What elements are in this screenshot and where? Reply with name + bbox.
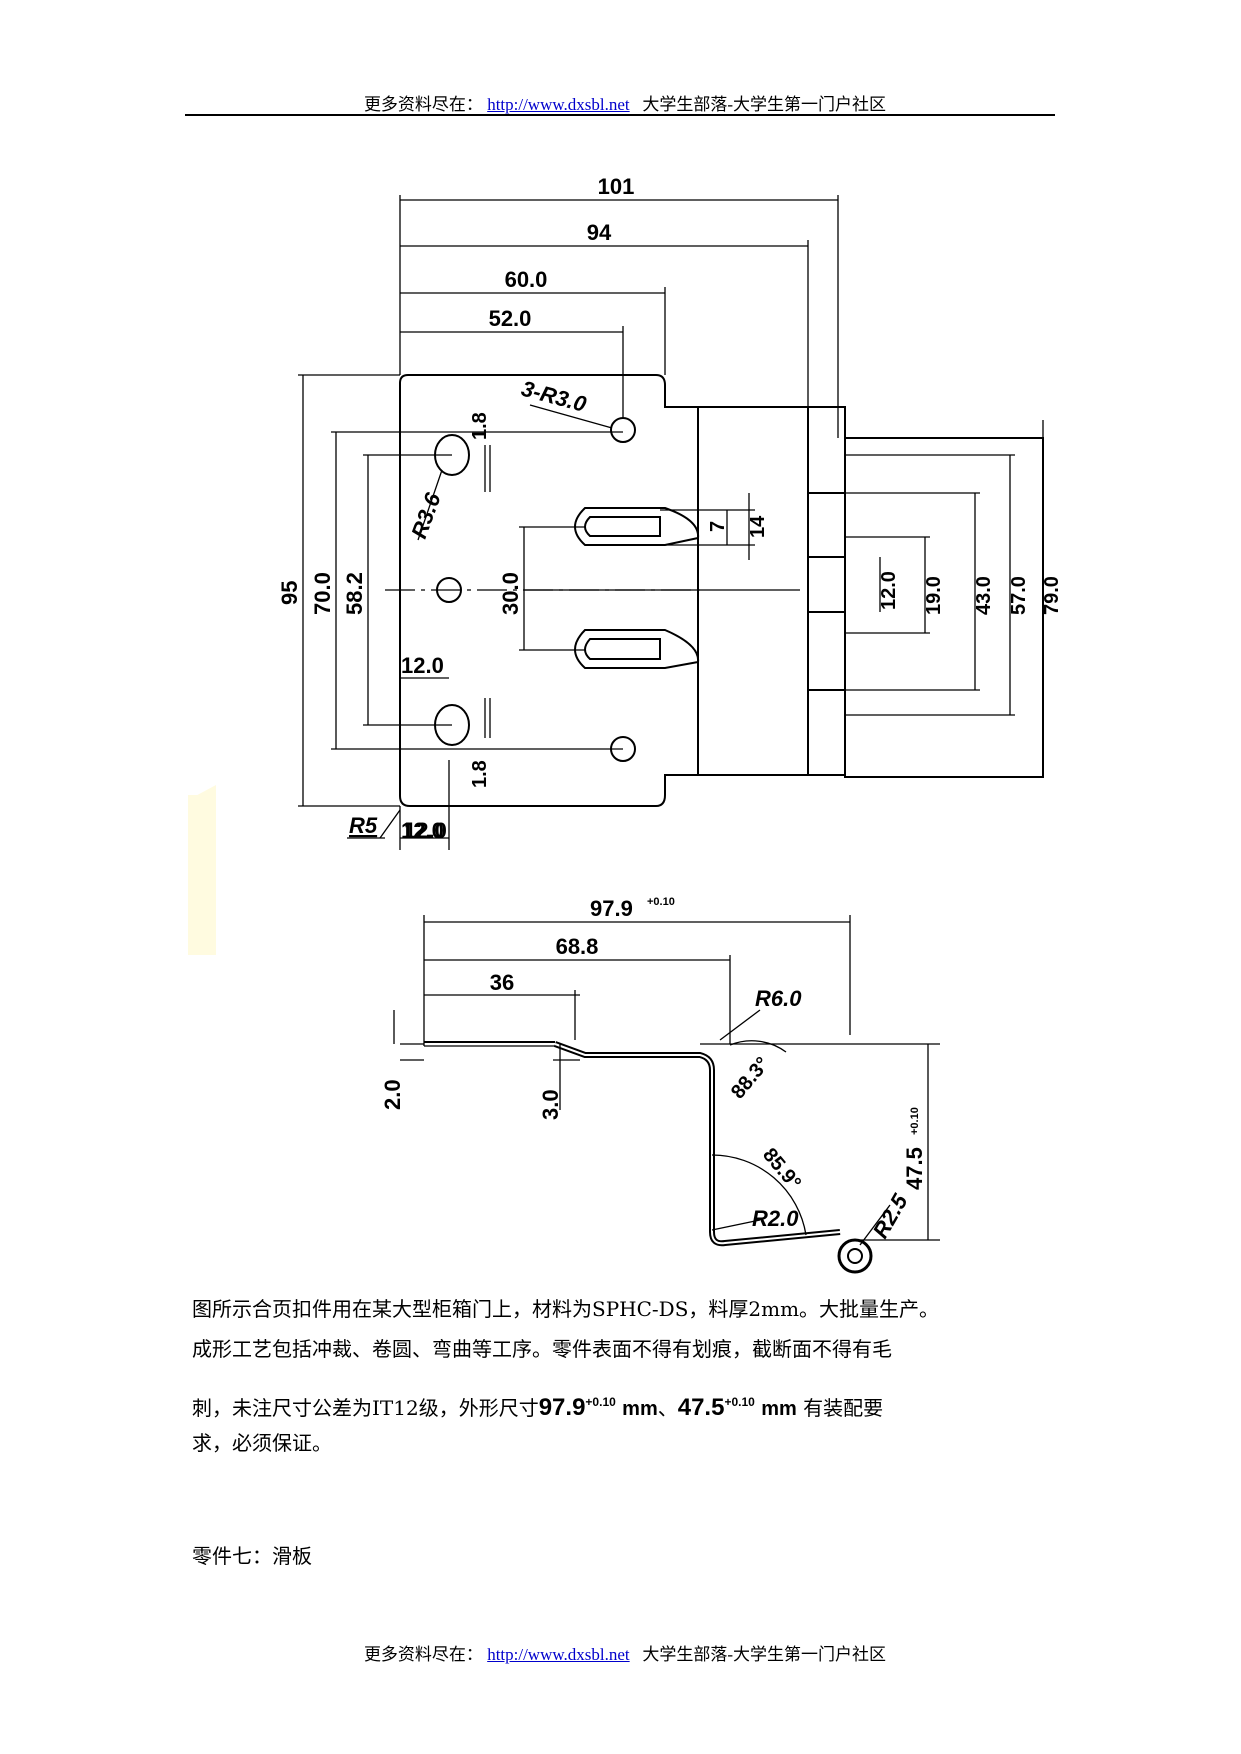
dim-70: 70.0 — [310, 572, 335, 615]
dim-12-base: 12.0 — [404, 818, 447, 843]
dim-30: 30.0 — [498, 572, 523, 615]
dim-3-r3: 3-R3.0 — [519, 376, 590, 417]
description-line-4: 求，必须保证。 — [192, 1431, 332, 1455]
description-line-2: 成形工艺包括冲裁、卷圆、弯曲等工序。零件表面不得有划痕，截断面不得有毛 — [192, 1337, 892, 1361]
description-line-3-b: 有装配要 — [803, 1396, 884, 1420]
description-line-1: 图所示合页扣件用在某大型柜箱门上，材料为SPHC-DS，料厚2mm。大批量生产。 — [192, 1297, 940, 1321]
dim-r5: R5 — [349, 813, 378, 838]
technical-drawing: 101 94 60.0 52.0 3-R3.0 1.8 R3.6 7 14 95… — [188, 174, 1063, 1274]
dim-68-8: 68.8 — [556, 934, 599, 959]
dim-43: 43.0 — [973, 576, 995, 615]
dim-r2-0: R2.0 — [752, 1206, 799, 1231]
footer-suffix: 大学生部落-大学生第一门户社区 — [642, 1645, 887, 1664]
page-footer: 更多资料尽在： http://www.dxsbl.net 大学生部落-大学生第一… — [185, 1640, 1065, 1665]
part-title: 零件七：滑板 — [192, 1544, 312, 1568]
dim-2-0: 2.0 — [380, 1079, 405, 1110]
header-prefix: 更多资料尽在： — [363, 95, 483, 114]
dim-47-5-tol: +0.10 — [909, 1107, 921, 1135]
dim-12-bottom: 12.0 — [401, 818, 444, 843]
outer-dim-2: 47.5+0.10 — [677, 1394, 755, 1421]
dim-14: 14 — [747, 515, 769, 538]
dim-r6: R6.0 — [755, 986, 802, 1011]
dim-19: 19.0 — [923, 576, 945, 615]
dim-57: 57.0 — [1008, 576, 1030, 615]
dim-1-8-bottom: 1.8 — [469, 760, 491, 788]
dim-58-2: 58.2 — [342, 572, 367, 615]
dim-r2-5: R2.5 — [868, 1189, 913, 1242]
dim-97-9: 97.9 — [590, 896, 633, 921]
header-suffix: 大学生部落-大学生第一门户社区 — [642, 95, 887, 114]
outer-dim-1: 97.9+0.10 — [538, 1394, 616, 1421]
dim-101: 101 — [598, 174, 635, 199]
dim-3-0: 3.0 — [538, 1089, 563, 1120]
dim-12-right: 12.0 — [878, 571, 900, 610]
dim-94: 94 — [587, 220, 612, 245]
description-line-3-a: 刺，未注尺寸公差为IT12级，外形尺寸 — [192, 1396, 539, 1420]
description-line-3: 刺，未注尺寸公差为IT12级，外形尺寸97.9+0.10 mm、47.5+0.1… — [192, 1383, 1052, 1428]
dim-1-8-top: 1.8 — [469, 412, 491, 440]
dim-r3-6: R3.6 — [406, 489, 446, 542]
footer-link[interactable]: http://www.dxsbl.net — [487, 1645, 630, 1664]
page-header: 更多资料尽在： http://www.dxsbl.net 大学生部落-大学生第一… — [185, 90, 1065, 115]
dim-47-5: 47.5 — [902, 1147, 927, 1190]
dim-97-9-tol: +0.10 — [647, 896, 675, 908]
unit-2: mm — [761, 1398, 797, 1420]
header-link[interactable]: http://www.dxsbl.net — [487, 95, 630, 114]
dim-79: 79.0 — [1041, 576, 1063, 615]
dim-7: 7 — [707, 521, 729, 532]
unit-1: mm — [622, 1398, 658, 1420]
dim-12-left: 12.0 — [401, 653, 444, 678]
dim-52: 52.0 — [489, 306, 532, 331]
footer-prefix: 更多资料尽在： — [363, 1645, 483, 1664]
dim-85-9: 85.9° — [758, 1144, 805, 1194]
dim-95: 95 — [277, 581, 302, 605]
dim-88-3: 88.3° — [727, 1053, 774, 1103]
separator: 、 — [657, 1396, 678, 1420]
dim-60: 60.0 — [505, 267, 548, 292]
header-divider — [185, 114, 1055, 116]
dim-36: 36 — [490, 970, 514, 995]
